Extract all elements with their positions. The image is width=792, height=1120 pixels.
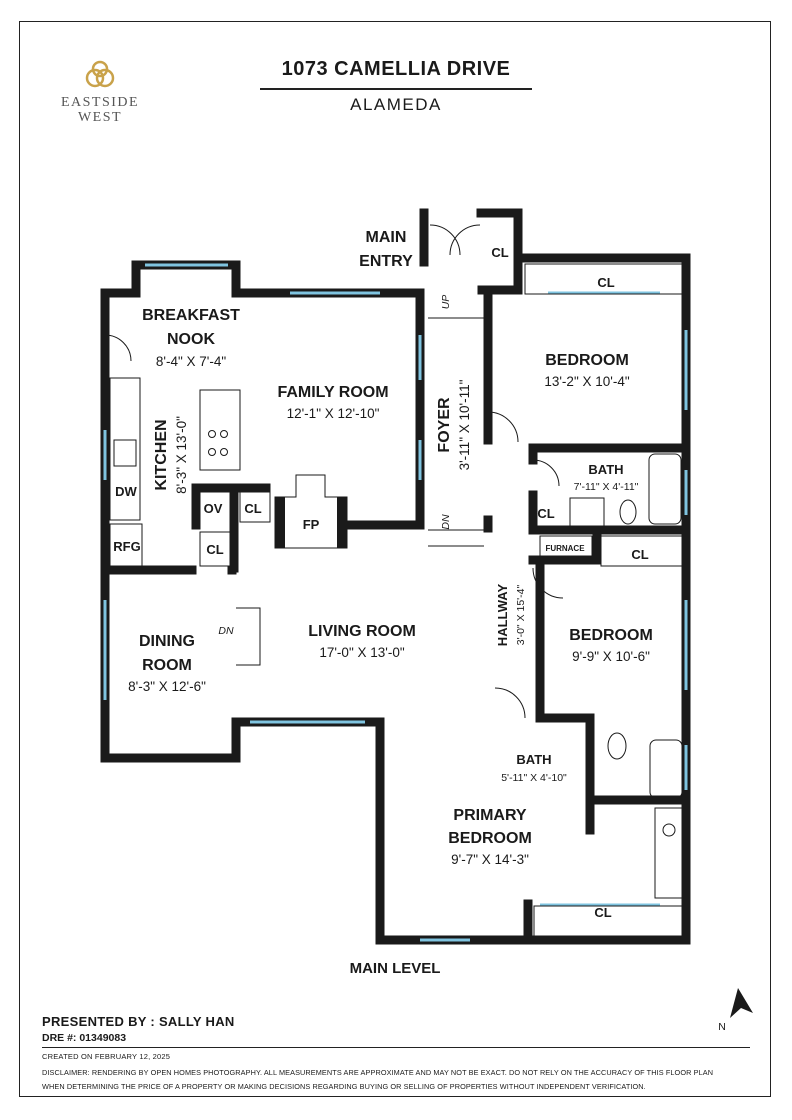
north-arrow-icon: N (718, 988, 753, 1033)
foyer-label: FOYER (436, 397, 453, 453)
rings-logo-icon (85, 60, 115, 88)
family-room-dims: 12'-1" X 12'-10" (287, 406, 380, 421)
bedroom-label: BEDROOM (545, 352, 629, 369)
windows (103, 263, 688, 942)
dining-room-dims: 8'-3" X 12'-6" (128, 679, 206, 694)
bath-dims: 7'-11" X 4'-11" (574, 481, 639, 493)
kitchen-fixtures (109, 377, 241, 569)
property-city: ALAMEDA (350, 95, 442, 114)
footer-divider (42, 1047, 750, 1048)
closet-label-kitchen: CL (244, 501, 261, 516)
kitchen-dims: 8'-3" X 13'-0" (174, 416, 189, 494)
living-room-label: LIVING ROOM (308, 623, 416, 640)
closet-label-hall: CL (537, 506, 554, 521)
doors (104, 224, 564, 719)
dining-step-down-label: DN (218, 625, 234, 637)
closet-label-bedroom: CL (597, 275, 614, 290)
breakfast-nook-label: BREAKFAST (142, 307, 240, 324)
main-entry-label-2: ENTRY (359, 253, 413, 270)
dishwasher-label: DW (115, 484, 137, 499)
bath-label: BATH (588, 462, 623, 477)
bedroom-2-dims: 9'-9" X 10'-6" (572, 649, 650, 664)
primary-bedroom-label-2: BEDROOM (448, 830, 532, 847)
fireplace (274, 474, 348, 549)
hallway-dims: 3'-0" X 15'-4" (515, 584, 527, 645)
created-date: CREATED ON FEBRUARY 12, 2025 (42, 1052, 171, 1061)
bedroom-2-label: BEDROOM (569, 627, 653, 644)
stairs-down-label: DN (440, 514, 452, 530)
oven-label: OV (204, 501, 223, 516)
family-room-label: FAMILY ROOM (277, 384, 388, 401)
closets (199, 263, 684, 937)
living-room-dims: 17'-0" X 13'-0" (319, 645, 404, 660)
dre-number: DRE #: 01349083 (42, 1032, 127, 1044)
closet-label-bedroom-2: CL (631, 547, 648, 562)
breakfast-nook-label-2: NOOK (167, 331, 215, 348)
bath-fixtures (539, 453, 684, 899)
furnace-label: FURNACE (545, 544, 585, 553)
main-entry-label: MAIN (366, 229, 407, 246)
bedroom-dims: 13'-2" X 10'-4" (544, 374, 629, 389)
breakfast-nook-dims: 8'-4" X 7'-4" (156, 354, 226, 369)
north-label: N (718, 1021, 726, 1033)
fireplace-label: FP (303, 517, 320, 532)
dining-room-label-2: ROOM (142, 657, 192, 674)
primary-bedroom-dims: 9'-7" X 14'-3" (451, 852, 529, 867)
closet-label-primary: CL (594, 905, 611, 920)
page-border (19, 21, 771, 1097)
presented-by: PRESENTED BY : SALLY HAN (42, 1014, 235, 1029)
brand-logo: EASTSIDE WEST (50, 58, 150, 125)
stairs-up-label: UP (440, 295, 452, 310)
stairs (428, 317, 484, 547)
closet-label-dining: CL (206, 542, 223, 557)
primary-bedroom-label: PRIMARY (453, 807, 527, 824)
brand-name-line2: WEST (77, 110, 123, 125)
kitchen-label: KITCHEN (153, 419, 170, 490)
closet-label-entry: CL (491, 245, 508, 260)
disclaimer-line-2: WHEN DETERMINING THE PRICE OF A PROPERTY… (42, 1082, 646, 1091)
property-address: 1073 CAMELLIA DRIVE (281, 58, 511, 80)
foyer-dims: 3'-11" X 10'-11" (457, 379, 472, 470)
refrigerator-label: RFG (113, 539, 140, 554)
title-divider (260, 88, 532, 90)
floor-level-label: MAIN LEVEL (349, 960, 441, 977)
hallway-label: HALLWAY (495, 583, 510, 646)
brand-name-line1: EASTSIDE (60, 95, 140, 110)
bath-2-label: BATH (516, 752, 551, 767)
dining-room-label: DINING (139, 633, 195, 650)
bath-2-dims: 5'-11" X 4'-10" (501, 772, 567, 784)
disclaimer: DISCLAIMER: RENDERING BY OPEN HOMES PHOT… (42, 1066, 754, 1094)
disclaimer-line-1: DISCLAIMER: RENDERING BY OPEN HOMES PHOT… (42, 1068, 714, 1077)
